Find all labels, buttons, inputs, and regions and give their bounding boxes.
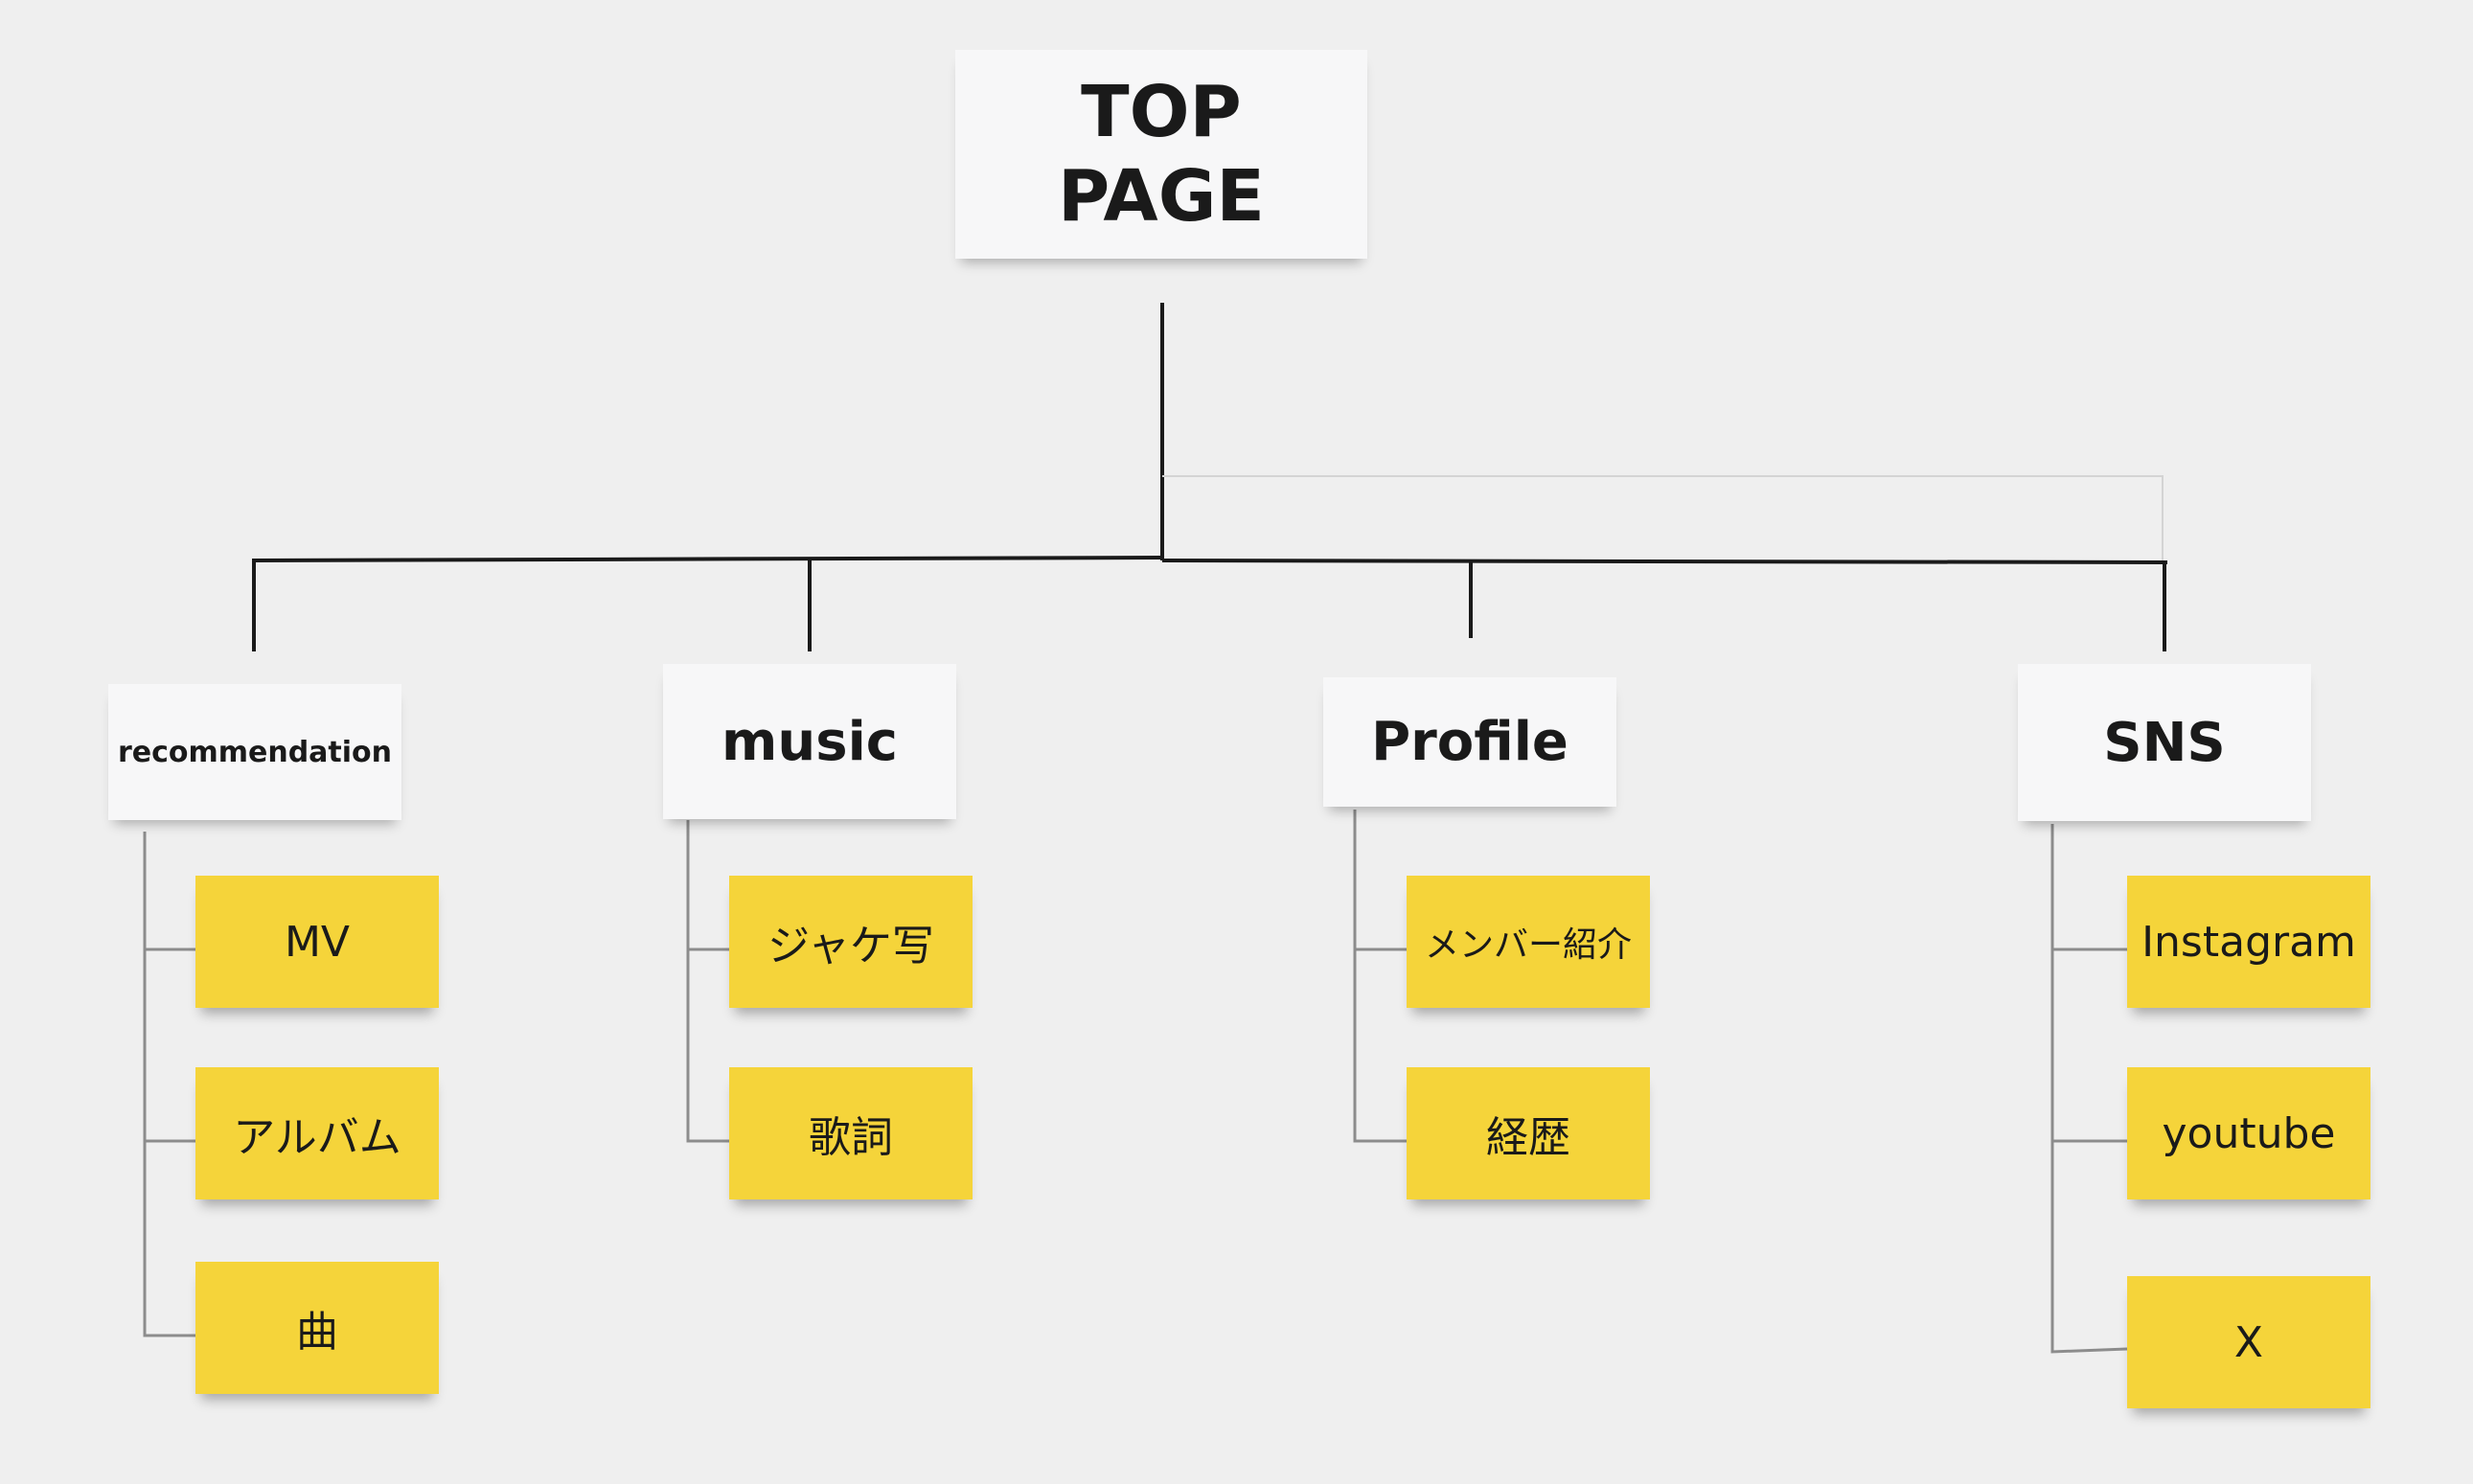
connector-branch-recommendation <box>143 832 195 1337</box>
sticky-note-label: Instagram <box>2141 917 2356 967</box>
node-sns[interactable]: SNS <box>2018 664 2311 821</box>
sticky-note-label: 歌詞 <box>809 1113 893 1162</box>
sticky-note-history[interactable]: 経歴 <box>1407 1067 1650 1199</box>
sticky-note-label: MV <box>284 917 351 967</box>
connector-branch-music <box>686 820 729 1143</box>
node-top-page-label: TOP PAGE <box>1057 71 1265 238</box>
node-music[interactable]: music <box>663 664 956 819</box>
sticky-note-mv[interactable]: MV <box>195 876 439 1008</box>
sticky-note-song[interactable]: 曲 <box>195 1262 439 1394</box>
node-top-page[interactable]: TOP PAGE <box>955 50 1367 259</box>
connector-bus-left <box>251 556 1163 562</box>
sticky-note-label: ジャケ写 <box>767 922 934 970</box>
sticky-note-lyrics[interactable]: 歌詞 <box>729 1067 973 1199</box>
sticky-note-x[interactable]: X <box>2127 1276 2370 1408</box>
sticky-note-youtube[interactable]: youtube <box>2127 1067 2370 1199</box>
sticky-note-member-intro[interactable]: メンバー紹介 <box>1407 876 1650 1008</box>
sticky-note-instagram[interactable]: Instagram <box>2127 876 2370 1008</box>
node-profile-label: Profile <box>1371 711 1569 773</box>
sticky-note-label: X <box>2233 1317 2264 1367</box>
sticky-note-jacket-photo[interactable]: ジャケ写 <box>729 876 973 1008</box>
node-recommendation[interactable]: recommendation <box>108 684 401 820</box>
sticky-note-label: youtube <box>2162 1108 2336 1158</box>
node-sns-label: SNS <box>2103 711 2226 774</box>
node-music-label: music <box>721 710 898 773</box>
sticky-note-album[interactable]: アルバム <box>195 1067 439 1199</box>
connector-bus-right <box>1161 559 2168 564</box>
connector-faint-guide <box>1162 475 2164 560</box>
sticky-note-label: 経歴 <box>1486 1113 1570 1162</box>
connector-branch-sns <box>2050 824 2128 1354</box>
sticky-note-label: アルバム <box>233 1113 401 1162</box>
node-profile[interactable]: Profile <box>1323 677 1616 807</box>
sticky-note-label: メンバー紹介 <box>1424 925 1632 965</box>
node-recommendation-label: recommendation <box>117 735 393 769</box>
connector-branch-profile <box>1353 810 1407 1143</box>
sticky-note-label: 曲 <box>296 1308 338 1357</box>
